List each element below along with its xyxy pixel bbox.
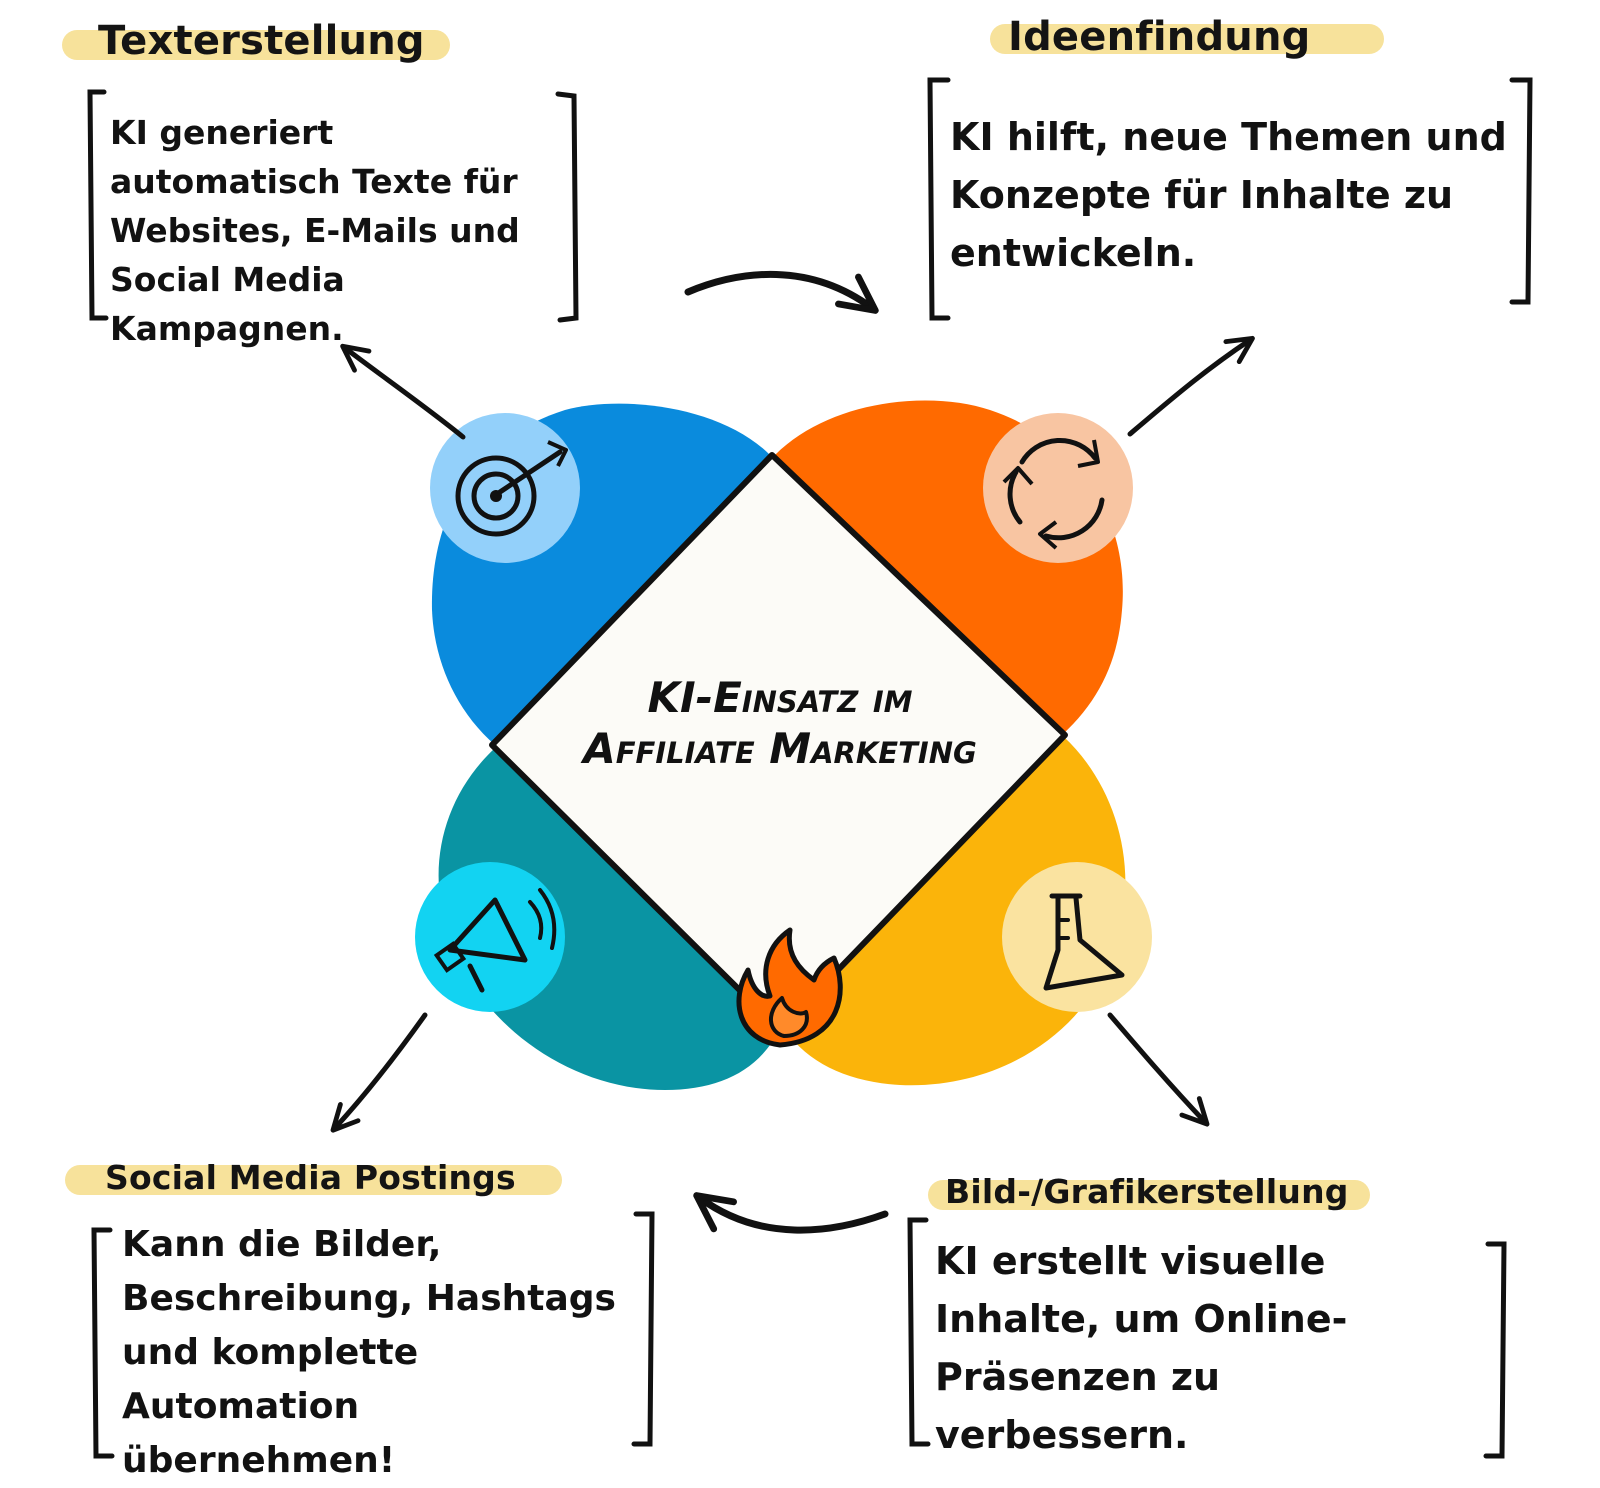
heading-texterstellung: Texterstellung (98, 18, 425, 64)
arrow-to-ideenfindung (1127, 335, 1255, 437)
highlight-ideenfindung (990, 24, 1384, 54)
arrow-to-texterstellung (340, 343, 466, 440)
arrow-to-bild (1107, 1012, 1210, 1127)
recycle-arrows-icon (983, 413, 1133, 563)
text-social-media-postings: Kann die Bilder, Beschreibung, Hashtags … (122, 1224, 616, 1481)
text-ideenfindung: KI hilft, neue Themen und Konzepte für I… (950, 115, 1507, 275)
megaphone-icon (415, 862, 565, 1012)
flame-icon (736, 927, 843, 1048)
center-title: KI-Einsatz im Affiliate Marketing (583, 673, 977, 773)
arrow-bild-to-social-media (693, 1192, 889, 1234)
bracket-bottom-right (907, 1217, 1507, 1459)
bracket-top-right (927, 77, 1533, 321)
arrow-texterstellung-to-ideenfindung (684, 270, 879, 314)
highlight-bild (928, 1180, 1370, 1210)
bracket-top-left (87, 89, 579, 323)
bracket-bottom-left (91, 1211, 655, 1459)
flask-icon (1002, 862, 1152, 1012)
text-texterstellung: KI generiert automatisch Texte für Websi… (110, 113, 520, 348)
highlight-texterstellung (62, 30, 450, 60)
heading-social-media-postings: Social Media Postings (105, 1158, 516, 1197)
target-icon (430, 413, 580, 563)
highlight-social-media (65, 1165, 562, 1195)
heading-ideenfindung: Ideenfindung (1008, 14, 1311, 60)
heading-bild-grafikerstellung: Bild-/Grafikerstellung (945, 1172, 1349, 1211)
text-bild-grafikerstellung: KI erstellt visuelle Inhalte, um Online-… (935, 1239, 1348, 1457)
connector-arrows (330, 270, 1255, 1234)
lobe-teal (438, 748, 780, 1090)
arrow-to-social-media (330, 1012, 428, 1133)
